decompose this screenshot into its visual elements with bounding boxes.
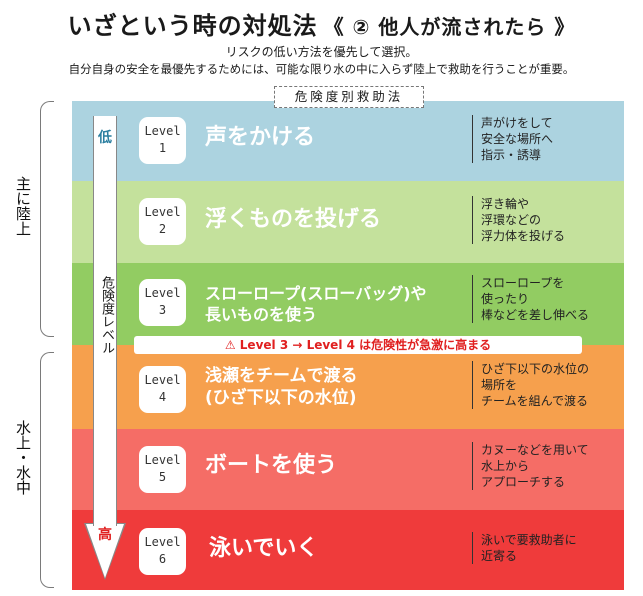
arrow-low-label: 低 — [98, 130, 112, 146]
level-number: 3 — [158, 303, 167, 317]
desc-line: 安全な場所へ — [481, 132, 554, 146]
action-line: 長いものを使う — [205, 305, 318, 324]
level-row-5: Level 5 ボートを使う カヌーなどを用いて 水上から アプローチする — [72, 429, 624, 510]
level-word: Level — [144, 373, 181, 387]
desc-line: 場所を — [481, 378, 518, 392]
desc-line: アプローチする — [481, 475, 566, 489]
desc-line: 近寄る — [481, 549, 518, 563]
desc-line: ひざ下以下の水位の — [481, 362, 590, 376]
level-row-3: Level 3 スローロープ(スローバッグ)や 長いものを使う スローロープを … — [72, 263, 624, 345]
water-bracket — [40, 352, 54, 588]
group-water: 水上・水中 — [14, 420, 32, 495]
subtitle-2: 自分自身の安全を最優先するためには、可能な限り水の中に入らず陸上で救助を行うこと… — [68, 62, 575, 76]
arrow-head — [86, 524, 124, 578]
arrow-high-label: 高 — [98, 527, 112, 543]
desc-line: 浮力体を投げる — [481, 229, 566, 243]
level-badge-6: Level 6 — [139, 528, 186, 575]
level-row-6: Level 6 泳いでいく 泳いで要救助者に 近寄る — [72, 510, 624, 590]
desc-line: 指示・誘導 — [481, 148, 542, 162]
level-action: 浮くものを投げる — [205, 207, 381, 233]
level-description: スローロープを 使ったり 棒などを差し伸べる — [472, 275, 589, 323]
arrow-level-label: 危険度レベル — [99, 276, 114, 354]
level-word: Level — [144, 205, 181, 219]
level-word: Level — [144, 286, 181, 300]
level-action: 浅瀬をチームで渡る (ひざ下以下の水位) — [205, 365, 358, 409]
danger-level-arrow — [93, 116, 117, 526]
level-number: 5 — [158, 470, 167, 484]
desc-line: 浮環などの — [481, 213, 542, 227]
desc-line: 使ったり — [481, 292, 530, 306]
level-row-4: Level 4 浅瀬をチームで渡る (ひざ下以下の水位) ひざ下以下の水位の 場… — [72, 345, 624, 429]
desc-line: 棒などを差し伸べる — [481, 308, 590, 322]
desc-line: 水上から — [481, 459, 530, 473]
land-bracket — [40, 101, 54, 337]
level-number: 2 — [158, 222, 167, 236]
title-main: いざという時の対処法 — [67, 12, 318, 40]
action-line: (ひざ下以下の水位) — [205, 388, 357, 408]
title-sub: 《 ② 他人が流されたら 》 — [323, 15, 576, 39]
desc-line: 泳いで要救助者に — [481, 533, 577, 547]
level-badge-4: Level 4 — [139, 366, 186, 413]
level-word: Level — [144, 124, 181, 138]
danger-alert: ⚠ Level 3 → Level 4 は危険性が急激に高まる — [134, 336, 582, 354]
level-description: 泳いで要救助者に 近寄る — [472, 532, 577, 564]
level-badge-1: Level 1 — [139, 117, 186, 164]
action-line: スローロープ(スローバッグ)や — [205, 284, 427, 303]
level-word: Level — [144, 453, 181, 467]
level-action: スローロープ(スローバッグ)や 長いものを使う — [205, 283, 427, 325]
level-row-1: Level 1 声をかける 声がけをして 安全な場所へ 指示・誘導 — [72, 101, 624, 181]
group-land: 主に陸上 — [14, 176, 32, 236]
rescue-method-badge: 危険度別救助法 — [274, 86, 424, 108]
desc-line: カヌーなどを用いて — [481, 443, 589, 457]
desc-line: 浮き輪や — [481, 197, 530, 211]
level-word: Level — [144, 535, 181, 549]
level-number: 4 — [158, 390, 167, 404]
action-line: 浮くものを投げる — [205, 207, 382, 232]
level-description: カヌーなどを用いて 水上から アプローチする — [472, 442, 589, 490]
level-action: ボートを使う — [205, 453, 337, 479]
level-action: 泳いでいく — [209, 536, 318, 562]
level-number: 6 — [158, 552, 167, 566]
desc-line: 声がけをして — [481, 116, 553, 130]
level-description: 声がけをして 安全な場所へ 指示・誘導 — [472, 115, 553, 163]
level-badge-5: Level 5 — [139, 446, 186, 493]
action-line: 泳いでいく — [209, 536, 319, 561]
level-description: ひざ下以下の水位の 場所を チームを組んで渡る — [472, 361, 589, 409]
level-description: 浮き輪や 浮環などの 浮力体を投げる — [472, 196, 565, 244]
level-action: 声をかける — [205, 125, 315, 151]
desc-line: スローロープを — [481, 276, 565, 290]
subtitle-1: リスクの低い方法を優先して選択。 — [225, 45, 418, 59]
level-badge-3: Level 3 — [139, 279, 186, 326]
action-line: 声をかける — [205, 125, 316, 150]
level-row-2: Level 2 浮くものを投げる 浮き輪や 浮環などの 浮力体を投げる — [72, 181, 624, 263]
action-line: ボートを使う — [205, 453, 338, 478]
action-line: 浅瀬をチームで渡る — [205, 366, 358, 386]
level-badge-2: Level 2 — [139, 198, 186, 245]
desc-line: チームを組んで渡る — [481, 394, 589, 408]
page-title: いざという時の対処法《 ② 他人が流されたら 》 — [0, 6, 643, 41]
level-number: 1 — [158, 141, 167, 155]
